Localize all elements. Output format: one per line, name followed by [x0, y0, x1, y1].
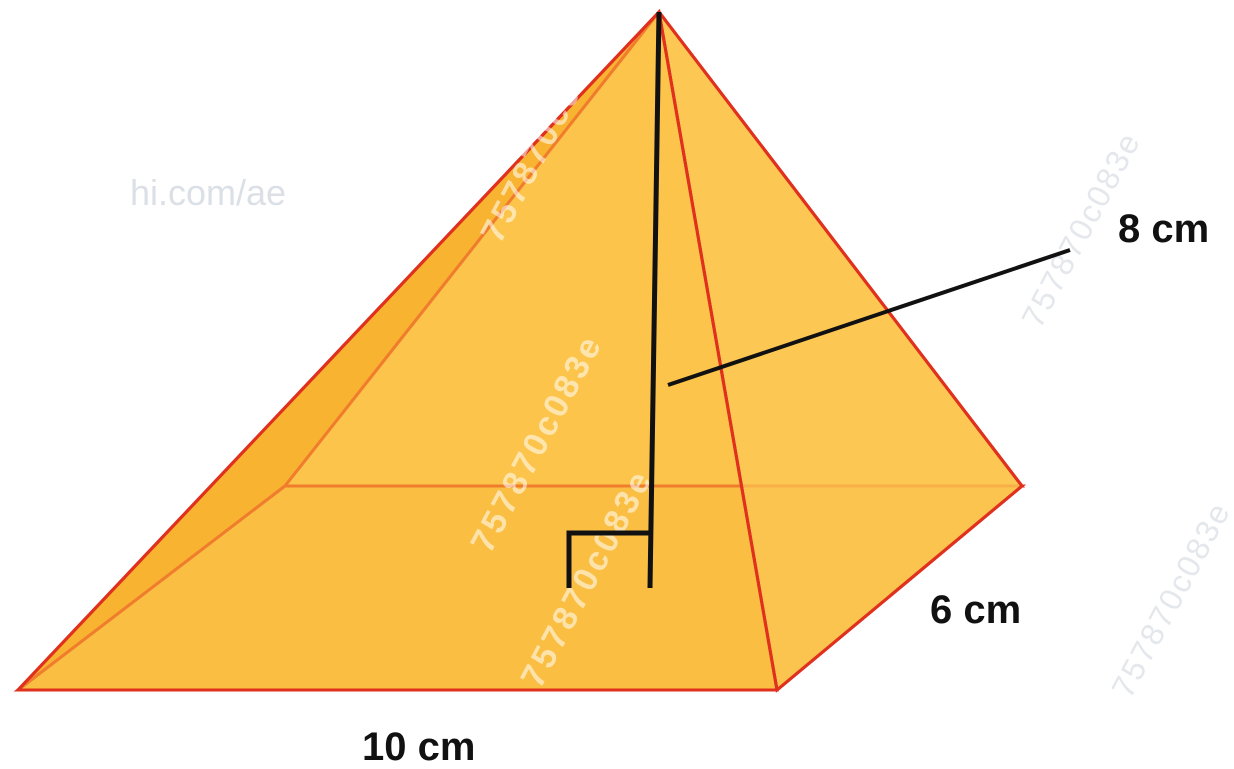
- edge-front-right: [657, 11, 779, 691]
- height-label: 8 cm: [1118, 207, 1209, 251]
- right-angle-marker: [566, 530, 650, 588]
- watermark-site: hi.com/ae: [130, 172, 286, 213]
- edge-back-right: [657, 11, 1024, 487]
- base-length-label: 10 cm: [362, 725, 475, 769]
- height-line: [647, 11, 662, 589]
- face-front: [14, 8, 779, 692]
- base-width-label: 6 cm: [930, 588, 1021, 632]
- edge-base-right: [776, 484, 1023, 692]
- watermark-code-5: 757870c083e: [1104, 496, 1234, 704]
- edge-front-left: [16, 10, 661, 692]
- height-leader-line: [667, 248, 1071, 387]
